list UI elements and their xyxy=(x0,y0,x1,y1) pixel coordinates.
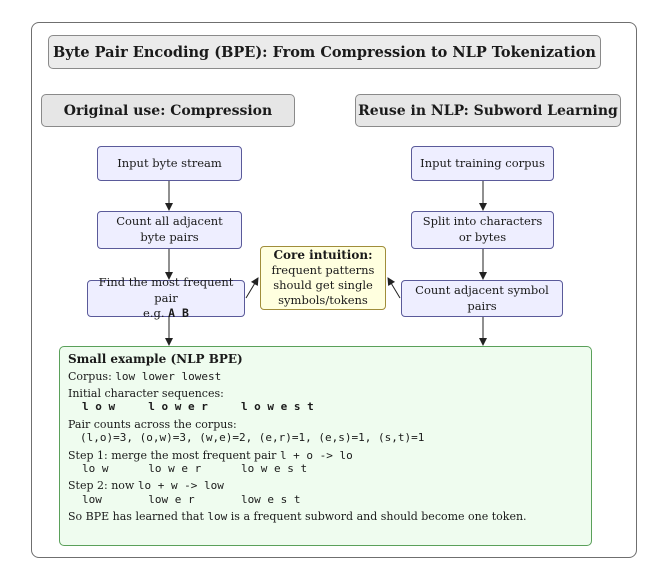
example-pair: A B xyxy=(168,306,189,321)
step-label-line2: e.g. A B xyxy=(143,306,189,322)
example-step2: Step 2: now lo + w -> low xyxy=(68,479,583,492)
example-initial-label: Initial character sequences: xyxy=(68,387,224,401)
step-input-training-corpus: Input training corpus xyxy=(411,146,554,181)
right-column-heading: Reuse in NLP: Subword Learning xyxy=(355,94,621,127)
conclusion-text-end: is a frequent subword and should become … xyxy=(227,510,527,524)
step2-text: Step 2: now xyxy=(68,479,138,493)
core-intuition-line: frequent patterns xyxy=(271,263,375,278)
core-intuition-box: Core intuition: frequent patterns should… xyxy=(260,246,386,310)
example-corpus: Corpus: low lower lowest xyxy=(68,370,583,383)
corpus-value: low lower lowest xyxy=(115,369,222,383)
step-label-line1: Split into characters xyxy=(422,214,543,229)
example-conclusion: So BPE has learned that low is a frequen… xyxy=(68,510,583,523)
step-split-characters: Split into characters or bytes xyxy=(411,211,554,249)
step1-text: Step 1: merge the most frequent pair xyxy=(68,448,280,462)
conclusion-code: low xyxy=(207,510,228,524)
step-label-line1: Count all adjacent xyxy=(116,214,223,229)
step-label-line2: or bytes xyxy=(458,230,507,244)
example-prefix: e.g. xyxy=(143,306,169,321)
step-label: Input byte stream xyxy=(117,155,222,170)
step-label-line2: byte pairs xyxy=(140,230,199,244)
step-input-byte-stream: Input byte stream xyxy=(97,146,242,181)
step-label: Count adjacent symbol pairs xyxy=(415,282,549,313)
example-pairs-label: Pair counts across the corpus: xyxy=(68,417,237,431)
example-box: Small example (NLP BPE) Corpus: low lowe… xyxy=(59,346,592,546)
step-label: Input training corpus xyxy=(420,155,545,170)
step1-code: l + o -> lo xyxy=(279,448,353,462)
left-column-heading: Original use: Compression xyxy=(41,94,295,127)
example-title: Small example (NLP BPE) xyxy=(68,352,243,366)
core-intuition-line: symbols/tokens xyxy=(278,293,368,308)
step-count-byte-pairs: Count all adjacent byte pairs xyxy=(97,211,242,249)
core-intuition-line: should get single xyxy=(273,278,373,293)
corpus-label: Corpus: xyxy=(68,369,116,383)
example-initial-sequence: l o w l o w e r l o w e s t xyxy=(82,400,314,414)
example-step1-sequence: lo w lo w e r lo w e s t xyxy=(82,462,308,476)
step-label-line1: Find the most frequent pair xyxy=(98,275,234,305)
conclusion-text: So BPE has learned that xyxy=(68,510,208,524)
step-count-symbol-pairs: Count adjacent symbol pairs xyxy=(401,280,563,317)
example-pair-counts: (l,o)=3, (o,w)=3, (w,e)=2, (e,r)=1, (e,s… xyxy=(80,431,425,445)
example-step2-sequence: low low e r low e s t xyxy=(82,492,301,506)
example-step1: Step 1: merge the most frequent pair l +… xyxy=(68,449,583,462)
step-find-frequent-pair: Find the most frequent pair e.g. A B xyxy=(87,275,245,320)
core-intuition-heading: Core intuition: xyxy=(273,247,373,262)
diagram-title: Byte Pair Encoding (BPE): From Compressi… xyxy=(48,35,601,69)
step2-code: lo + w -> low xyxy=(137,479,224,493)
